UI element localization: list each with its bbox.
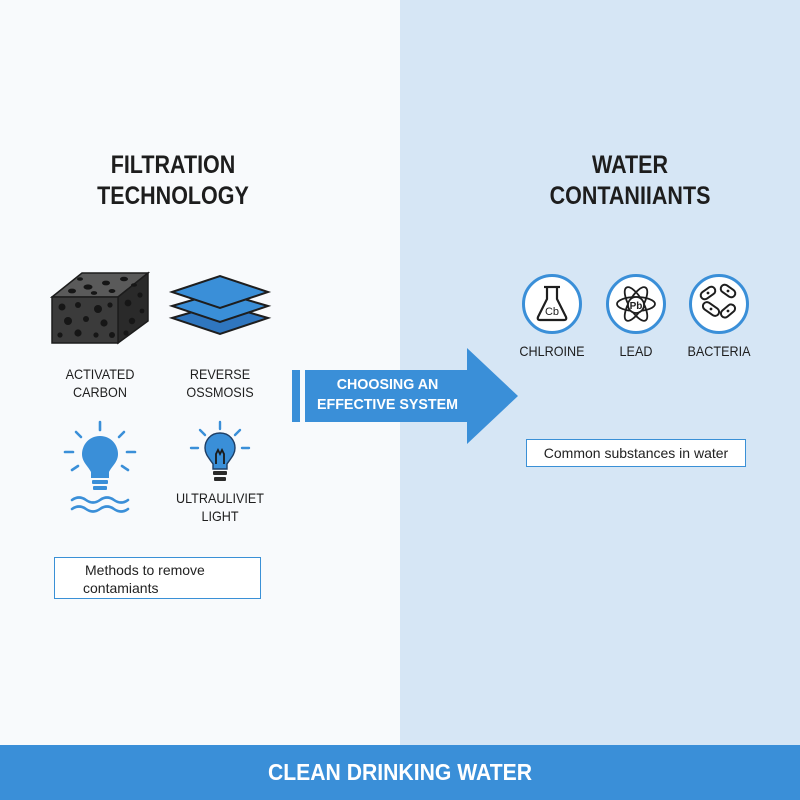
membrane-layers-icon <box>168 274 272 336</box>
chlorine-symbol: Cb <box>545 306 559 318</box>
lead-symbol: Pb <box>630 301 643 312</box>
uv-bulb-icon <box>189 420 251 481</box>
method-label-uv-light-line2: LIGHT <box>201 508 239 524</box>
substances-caption-box: Common substances in water <box>526 439 746 467</box>
contaminants-heading-line1: WATER <box>591 151 669 179</box>
arrow-label-line1: CHOOSING AN <box>336 376 439 393</box>
method-label-activated-carbon-line1: ACTIVATED <box>65 366 135 382</box>
methods-caption-line1: Methods to remove <box>85 562 205 578</box>
method-label-reverse-osmosis-line1: REVERSE <box>189 366 251 382</box>
method-label-reverse-osmosis-line2: OSSMOSIS <box>186 384 254 400</box>
contaminants-heading-line2: CONTANIIANTS <box>549 182 711 210</box>
filtration-heading-line1: FILTRATION <box>110 151 236 179</box>
method-label-activated-carbon: ACTIVATED CARBON <box>55 365 145 401</box>
choosing-system-arrow <box>292 348 518 444</box>
method-label-reverse-osmosis: REVERSE OSSMOSIS <box>166 365 274 401</box>
method-label-activated-carbon-line2: CARBON <box>73 384 127 400</box>
bacteria-icon <box>689 274 749 334</box>
footer-title: CLEAN DRINKING WATER <box>267 759 533 785</box>
filtration-heading-line2: TECHNOLOGY <box>97 182 249 210</box>
footer-banner: CLEAN DRINKING WATER <box>0 745 800 800</box>
activated-carbon-block-icon <box>50 271 150 345</box>
method-label-uv-light: ULTRAULIVIET LIGHT <box>166 489 274 525</box>
arrow-label: CHOOSING AN EFFECTIVE SYSTEM <box>309 375 466 415</box>
lightbulb-water-icon <box>63 420 137 513</box>
contaminant-label-lead: LEAD <box>619 343 653 359</box>
method-label-uv-light-line1: ULTRAULIVIET <box>175 490 264 506</box>
contaminant-label-chlorine: CHLROINE <box>519 343 585 359</box>
contaminant-label-bacteria: BACTERIA <box>687 343 751 359</box>
filtration-heading: FILTRATION TECHNOLOGY <box>74 150 272 212</box>
contaminants-heading: WATER CONTANIIANTS <box>531 150 729 212</box>
arrow-label-line2: EFFECTIVE SYSTEM <box>317 396 458 413</box>
methods-caption-box: Methods to remove contamiants <box>54 557 261 599</box>
atom-icon: Pb <box>606 274 666 334</box>
flask-icon: Cb <box>522 274 582 334</box>
substances-caption: Common substances in water <box>543 445 729 461</box>
methods-caption-line2: contamiants <box>83 580 159 596</box>
